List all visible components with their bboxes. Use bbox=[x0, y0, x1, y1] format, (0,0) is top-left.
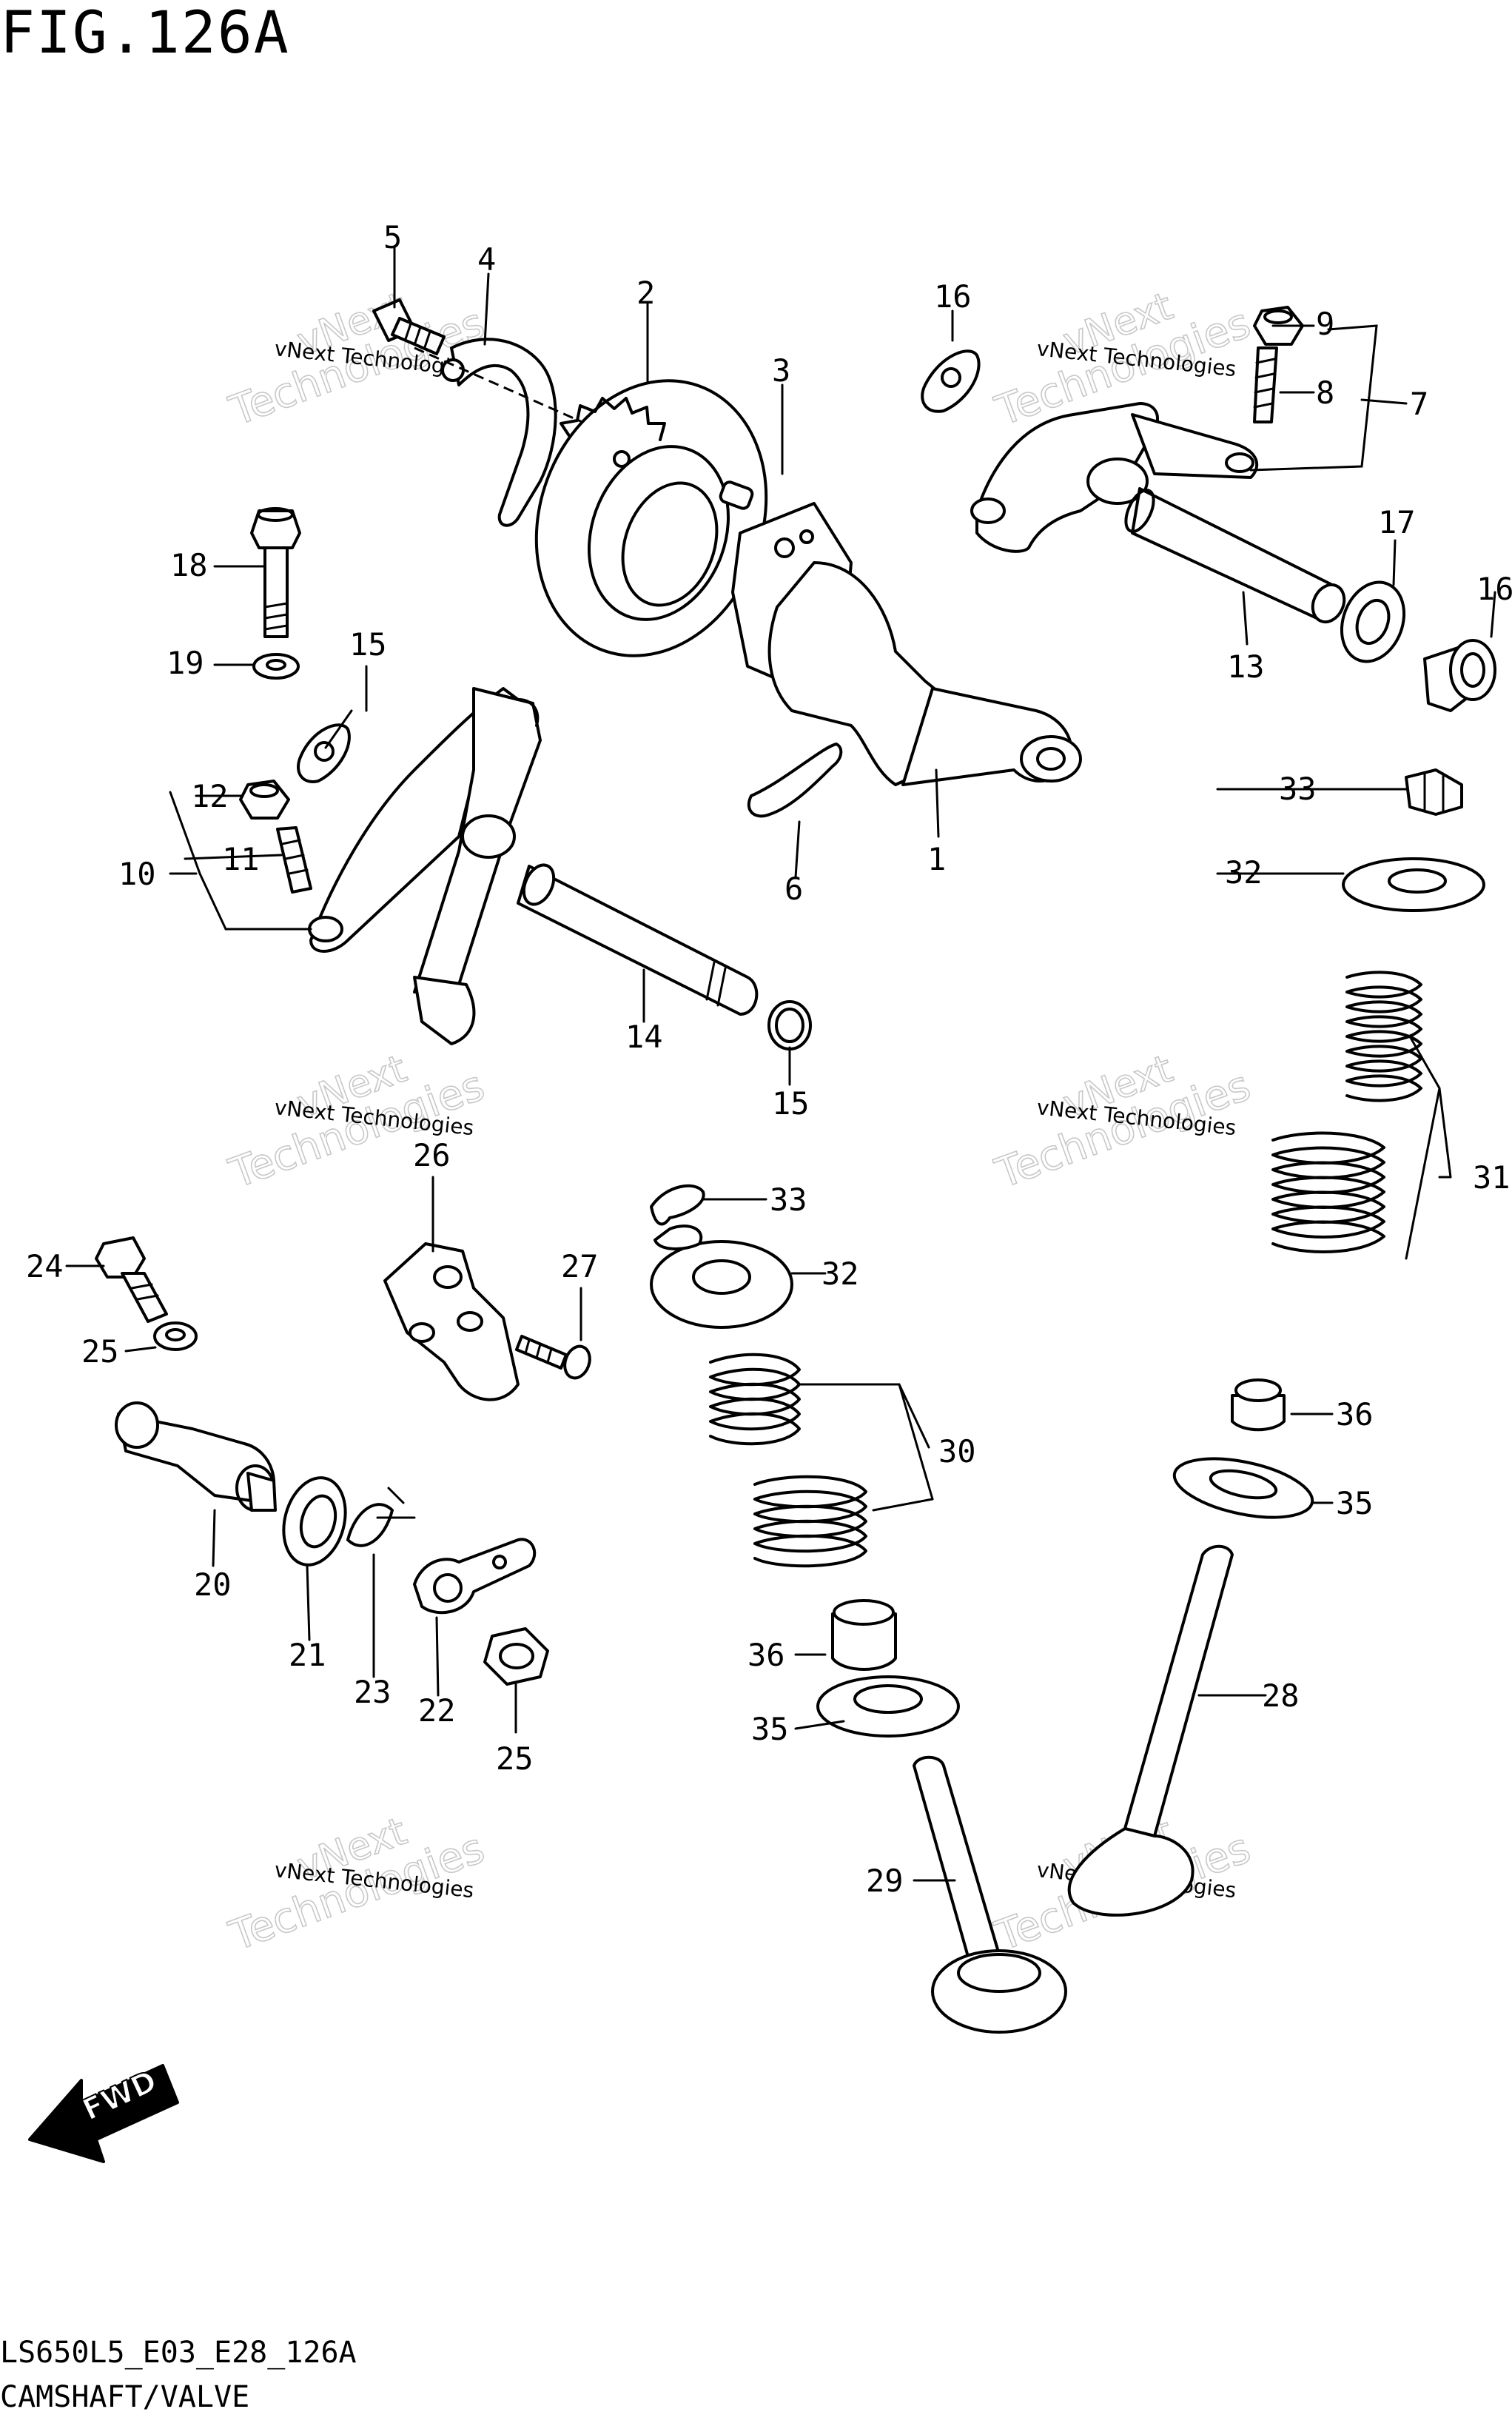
callout-4: 4 bbox=[477, 241, 496, 278]
part-spring-24 bbox=[346, 1487, 416, 1547]
callout-34-right: 33 bbox=[1279, 771, 1317, 807]
part-lock-washer-16-top bbox=[921, 349, 981, 413]
callout-30: 28 bbox=[1262, 1678, 1300, 1714]
part-springs-32-center bbox=[709, 1353, 867, 1568]
part-washer-18 bbox=[1340, 580, 1406, 663]
part-plate-4 bbox=[441, 338, 557, 527]
callout-36-center: 36 bbox=[747, 1637, 785, 1673]
part-cotter-34-center bbox=[650, 1184, 705, 1250]
part-stem-seal-36-center bbox=[831, 1599, 897, 1671]
part-rocker-shaft-14 bbox=[517, 863, 759, 1016]
watermark-group-3: vNext Technologies vNext Technologies bbox=[223, 1046, 491, 1199]
part-washer-27 bbox=[153, 1321, 198, 1351]
callout-16-left: 15 bbox=[349, 626, 387, 663]
part-washer-20 bbox=[252, 653, 300, 680]
part-valve-31 bbox=[913, 1755, 1067, 2034]
part-spring-seat-35-center bbox=[816, 1675, 960, 1738]
callout-7: 7 bbox=[1410, 386, 1428, 422]
callout-18: 17 bbox=[1378, 504, 1416, 540]
part-bolt-5 bbox=[372, 298, 446, 355]
part-nut-12 bbox=[239, 780, 290, 820]
callout-17: 16 bbox=[1476, 571, 1512, 607]
callout-26: 24 bbox=[26, 1248, 64, 1284]
callout-11: 11 bbox=[222, 841, 260, 877]
part-bracket-28 bbox=[383, 1242, 520, 1401]
callout-28: 26 bbox=[413, 1137, 451, 1173]
part-lever-23 bbox=[413, 1538, 537, 1615]
part-cotter-34-right bbox=[1405, 768, 1463, 816]
part-half-ring-6 bbox=[747, 743, 843, 818]
callout-22: 21 bbox=[289, 1637, 326, 1673]
callout-32-center: 30 bbox=[938, 1433, 976, 1470]
callout-6: 6 bbox=[784, 871, 803, 907]
part-plug-17 bbox=[1423, 639, 1496, 712]
part-retainer-33-center bbox=[650, 1240, 793, 1329]
callout-27: 25 bbox=[81, 1333, 119, 1370]
part-spring-seat-35-right bbox=[1172, 1457, 1314, 1519]
part-rocker-shaft-13 bbox=[1124, 487, 1346, 624]
callout-20: 19 bbox=[167, 645, 204, 681]
part-stem-seal-36-right bbox=[1231, 1378, 1286, 1432]
figure-name: CAMSHAFT/VALVE bbox=[0, 2380, 250, 2414]
part-sprocket-2 bbox=[534, 379, 768, 657]
callout-33-center: 32 bbox=[821, 1256, 859, 1292]
part-nut-25 bbox=[483, 1627, 549, 1686]
fwd-direction-arrow: FWD bbox=[28, 2063, 179, 2163]
leader-lines bbox=[65, 247, 1496, 1882]
part-oil-seal-22 bbox=[282, 1476, 347, 1566]
figure-title: FIG.126A bbox=[0, 0, 290, 67]
callout-32-right: 31 bbox=[1473, 1159, 1511, 1196]
callout-13: 13 bbox=[1227, 649, 1265, 685]
callout-33-right: 32 bbox=[1225, 854, 1263, 891]
callout-25: 25 bbox=[496, 1740, 534, 1777]
callout-29: 27 bbox=[561, 1248, 599, 1284]
callout-3: 3 bbox=[772, 352, 790, 389]
part-lock-washer-16-left bbox=[297, 723, 351, 783]
callout-2: 2 bbox=[636, 275, 655, 311]
part-screw-29 bbox=[515, 1335, 591, 1380]
callout-8: 8 bbox=[1316, 375, 1334, 411]
callout-9: 9 bbox=[1316, 306, 1334, 342]
callout-5: 5 bbox=[383, 219, 402, 255]
callout-12: 12 bbox=[191, 778, 229, 814]
part-valve-30 bbox=[1067, 1544, 1234, 1917]
part-adjust-screw-8 bbox=[1253, 346, 1278, 423]
part-bolt-19 bbox=[250, 507, 301, 638]
watermark-group-5: vNext Technologies vNext Technologies bbox=[223, 1809, 491, 1961]
callout-35-center: 35 bbox=[751, 1711, 789, 1747]
part-camshaft-1 bbox=[731, 502, 1082, 786]
part-adjust-screw-11 bbox=[276, 826, 312, 894]
callout-21: 20 bbox=[194, 1566, 232, 1603]
callout-34-center: 33 bbox=[770, 1182, 807, 1218]
callout-labels: 5 4 2 3 16 9 8 7 17 16 13 1 6 18 19 15 1… bbox=[26, 219, 1512, 1899]
watermark-group-4: vNext Technologies vNext Technologies bbox=[989, 1046, 1257, 1199]
part-bolt-26 bbox=[95, 1236, 168, 1323]
callout-14: 14 bbox=[625, 1019, 663, 1055]
callout-24: 23 bbox=[354, 1674, 392, 1710]
part-rocker-arm-7 bbox=[970, 402, 1259, 553]
part-pin-3 bbox=[719, 480, 754, 510]
figure-code: LS650L5_E03_E28_126A bbox=[0, 2336, 357, 2370]
part-o-ring-15 bbox=[767, 1000, 812, 1051]
callout-16-top: 16 bbox=[934, 278, 972, 315]
part-shaft-21 bbox=[115, 1401, 277, 1512]
callout-31: 29 bbox=[866, 1863, 904, 1899]
callout-35-right: 35 bbox=[1336, 1485, 1374, 1521]
part-springs-32-right bbox=[1271, 971, 1422, 1253]
part-retainer-33-right bbox=[1342, 857, 1485, 912]
callout-1: 1 bbox=[927, 841, 946, 877]
callout-19: 18 bbox=[170, 547, 208, 583]
callout-23: 22 bbox=[418, 1692, 456, 1729]
callout-10: 10 bbox=[118, 856, 156, 892]
part-rocker-arm-10 bbox=[308, 687, 542, 1045]
callout-15: 15 bbox=[772, 1085, 810, 1122]
callout-36-right: 36 bbox=[1336, 1396, 1374, 1433]
